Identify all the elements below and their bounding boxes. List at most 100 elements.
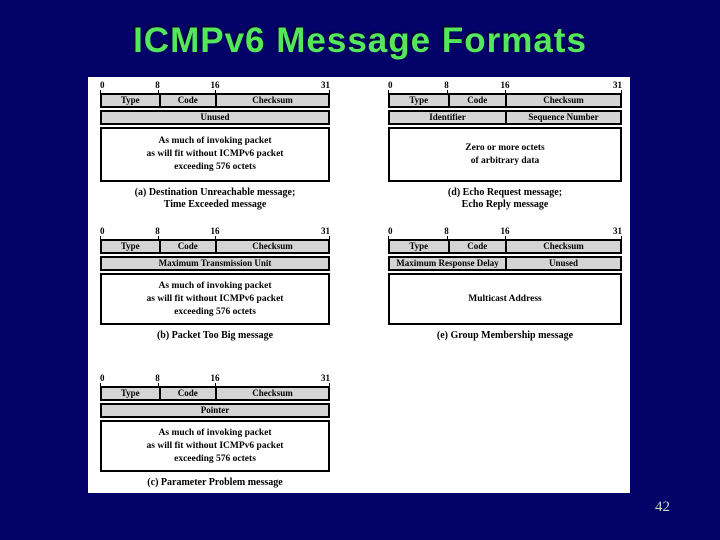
bit-label-16: 16 xyxy=(500,226,510,236)
field-checksum: Checksum xyxy=(215,388,328,399)
ruler-tick xyxy=(100,383,101,386)
diagram-parameter-problem: 0 8 16 31 Type Code Checksum Pointer As … xyxy=(100,373,330,489)
caption-line: (d) Echo Request message; xyxy=(447,187,563,198)
payload-line: exceeding 576 octets xyxy=(174,306,256,317)
diagram-caption: (b) Packet Too Big message xyxy=(100,330,330,342)
caption-line: (a) Destination Unreachable message; xyxy=(134,187,296,198)
ruler-tick xyxy=(100,236,101,239)
ruler-tick xyxy=(621,236,622,239)
content-panel: 0 8 16 31 Type Code Checksum Unused As m… xyxy=(88,77,630,493)
payload-line: as will fit without ICMPv6 packet xyxy=(146,293,284,304)
ruler-tick xyxy=(157,236,159,239)
ruler-tick xyxy=(446,90,448,93)
caption-line: (b) Packet Too Big message xyxy=(156,330,274,341)
diagram-group-membership: 0 8 16 31 Type Code Checksum Maximum Res… xyxy=(388,226,622,342)
payload-line: As much of invoking packet xyxy=(158,280,272,291)
bit-label-31: 31 xyxy=(321,373,330,383)
payload-line: of arbitrary data xyxy=(470,155,540,166)
field-multicast-address: Multicast Address xyxy=(388,273,622,325)
diagram-caption: (a) Destination Unreachable message; Tim… xyxy=(100,187,330,211)
header-row: Type Code Checksum xyxy=(100,239,330,254)
ruler-tick xyxy=(621,90,622,93)
slide-title: ICMPv6 Message Formats xyxy=(133,21,587,60)
caption-line: (c) Parameter Problem message xyxy=(147,477,283,488)
second-row: Unused xyxy=(100,110,330,125)
diagram-packet-too-big: 0 8 16 31 Type Code Checksum Maximum Tra… xyxy=(100,226,330,342)
field-checksum: Checksum xyxy=(505,95,620,106)
bit-label-0: 0 xyxy=(100,373,105,383)
payload-box: As much of invoking packet as will fit w… xyxy=(100,420,330,472)
second-row: Maximum Transmission Unit xyxy=(100,256,330,271)
caption-line: (e) Group Membership message xyxy=(436,330,574,341)
second-row: Maximum Response Delay Unused xyxy=(388,256,622,271)
diagram-destination-unreachable: 0 8 16 31 Type Code Checksum Unused As m… xyxy=(100,80,330,211)
bit-ruler: 0 8 16 31 xyxy=(100,80,330,93)
diagram-echo-request-reply: 0 8 16 31 Type Code Checksum Identifier … xyxy=(388,80,622,211)
bit-label-0: 0 xyxy=(100,226,105,236)
field-pointer: Pointer xyxy=(200,405,230,415)
field-type: Type xyxy=(409,241,429,251)
bit-label-31: 31 xyxy=(613,80,622,90)
bit-ruler: 0 8 16 31 xyxy=(388,80,622,93)
field-code: Code xyxy=(447,241,506,252)
ruler-tick xyxy=(388,90,389,93)
bit-label-16: 16 xyxy=(210,80,220,90)
ruler-tick xyxy=(157,90,159,93)
diagram-caption: (d) Echo Request message; Echo Reply mes… xyxy=(388,187,622,211)
bit-label-0: 0 xyxy=(100,80,105,90)
bit-label-31: 31 xyxy=(321,80,330,90)
payload-line: as will fit without ICMPv6 packet xyxy=(146,440,284,451)
bit-label-8: 8 xyxy=(155,80,160,90)
bit-ruler: 0 8 16 31 xyxy=(388,226,622,239)
field-type: Type xyxy=(120,388,140,398)
header-row: Type Code Checksum xyxy=(388,239,622,254)
ruler-tick xyxy=(100,90,101,93)
field-unused: Unused xyxy=(200,112,230,122)
field-unused: Unused xyxy=(505,258,620,269)
field-type: Type xyxy=(120,241,140,251)
field-checksum: Checksum xyxy=(215,241,328,252)
bit-label-8: 8 xyxy=(444,80,449,90)
ruler-tick xyxy=(329,236,330,239)
field-identifier: Identifier xyxy=(429,112,466,122)
payload-line: exceeding 576 octets xyxy=(174,453,256,464)
ruler-tick xyxy=(215,90,216,93)
bit-label-31: 31 xyxy=(321,226,330,236)
field-maximum-transmission-unit: Maximum Transmission Unit xyxy=(158,258,272,268)
ruler-tick xyxy=(215,236,216,239)
field-code: Code xyxy=(158,95,216,106)
second-row: Pointer xyxy=(100,403,330,418)
field-code: Code xyxy=(158,241,216,252)
caption-line: Echo Reply message xyxy=(461,199,549,210)
diagram-caption: (e) Group Membership message xyxy=(388,330,622,342)
field-checksum: Checksum xyxy=(505,241,620,252)
ruler-tick xyxy=(215,383,216,386)
field-type: Type xyxy=(120,95,140,105)
bit-label-16: 16 xyxy=(500,80,510,90)
bit-label-0: 0 xyxy=(388,80,393,90)
page-number: 42 xyxy=(655,499,670,515)
bit-label-8: 8 xyxy=(444,226,449,236)
ruler-tick xyxy=(505,90,506,93)
ruler-tick xyxy=(388,236,389,239)
bit-label-8: 8 xyxy=(155,373,160,383)
field-code: Code xyxy=(447,95,506,106)
payload-line: As much of invoking packet xyxy=(158,427,272,438)
ruler-tick xyxy=(505,236,506,239)
field-maximum-response-delay: Maximum Response Delay xyxy=(396,258,499,268)
field-checksum: Checksum xyxy=(215,95,328,106)
payload-line: exceeding 576 octets xyxy=(174,162,256,172)
header-row: Type Code Checksum xyxy=(100,93,330,108)
bit-label-31: 31 xyxy=(613,226,622,236)
payload-box: As much of invoking packet as will fit w… xyxy=(100,127,330,182)
payload-line: Zero or more octets xyxy=(465,142,545,153)
header-row: Type Code Checksum xyxy=(100,386,330,401)
ruler-tick xyxy=(157,383,159,386)
ruler-tick xyxy=(329,383,330,386)
bit-ruler: 0 8 16 31 xyxy=(100,373,330,386)
ruler-tick xyxy=(329,90,330,93)
bit-label-16: 16 xyxy=(210,373,220,383)
field-code: Code xyxy=(158,388,216,399)
bit-label-8: 8 xyxy=(155,226,160,236)
